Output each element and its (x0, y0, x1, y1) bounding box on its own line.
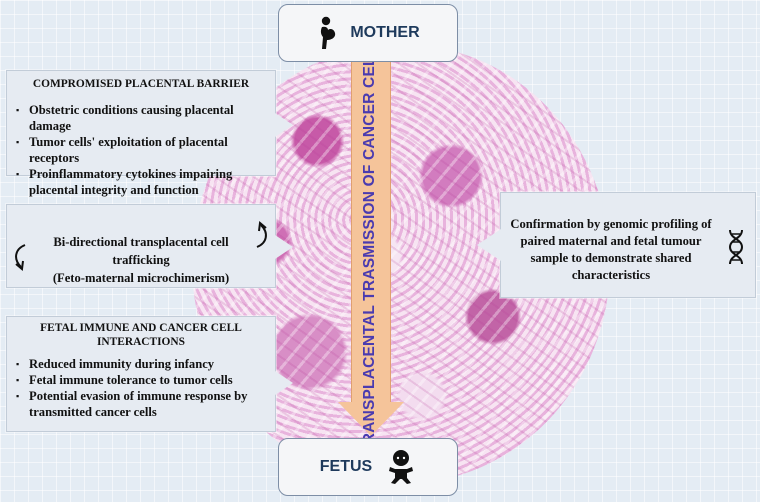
trafficking-line-1: Bi-directional transplacental cell traff… (53, 235, 229, 267)
immune-interactions-list: Reduced immunity during infancy Fetal im… (13, 356, 269, 420)
immune-interactions-box: FETAL IMMUNE AND CANCER CELL INTERACTION… (6, 316, 293, 432)
fetus-label: FETUS (319, 458, 373, 475)
mother-box: MOTHER (278, 4, 458, 62)
cell-trafficking-box: Bi-directional transplacental cell traff… (6, 204, 293, 288)
list-item: Fetal immune tolerance to tumor cells (13, 372, 269, 388)
list-item: Proinflammatory cytokines impairing plac… (13, 166, 269, 198)
curved-arrow-icon (15, 244, 26, 271)
list-item: Tumor cells' exploitation of placental r… (13, 134, 269, 166)
placental-barrier-box: COMPROMISED PLACENTAL BARRIER Obstetric … (6, 70, 293, 197)
list-item: Obstetric conditions causing placental d… (13, 102, 269, 134)
fetus-box: FETUS (278, 438, 458, 496)
genomic-confirmation-box: Confirmation by genomic profiling of pai… (477, 192, 756, 298)
trafficking-line-2: (Feto-maternal microchimerism) (52, 271, 230, 285)
immune-interactions-heading: FETAL IMMUNE AND CANCER CELL INTERACTION… (40, 322, 242, 348)
transmission-arrow-head (338, 402, 404, 436)
baby-icon (389, 450, 414, 484)
list-item: Reduced immunity during infancy (13, 356, 269, 372)
pregnant-woman-icon (321, 16, 336, 49)
genomic-confirmation-text: Confirmation by genomic profiling of pai… (510, 217, 712, 282)
curved-arrow-icon (256, 221, 267, 248)
transmission-label: TRANSPLACENTAL TRASMISSION OF CANCER CEL… (361, 36, 378, 454)
placental-barrier-heading: COMPROMISED PLACENTAL BARRIER (32, 78, 250, 90)
dna-helix-icon (728, 229, 744, 265)
list-item: Potential evasion of immune response by … (13, 388, 269, 420)
placental-barrier-list: Obstetric conditions causing placental d… (13, 102, 269, 198)
transmission-arrow (351, 58, 391, 404)
mother-label: MOTHER (350, 24, 420, 41)
